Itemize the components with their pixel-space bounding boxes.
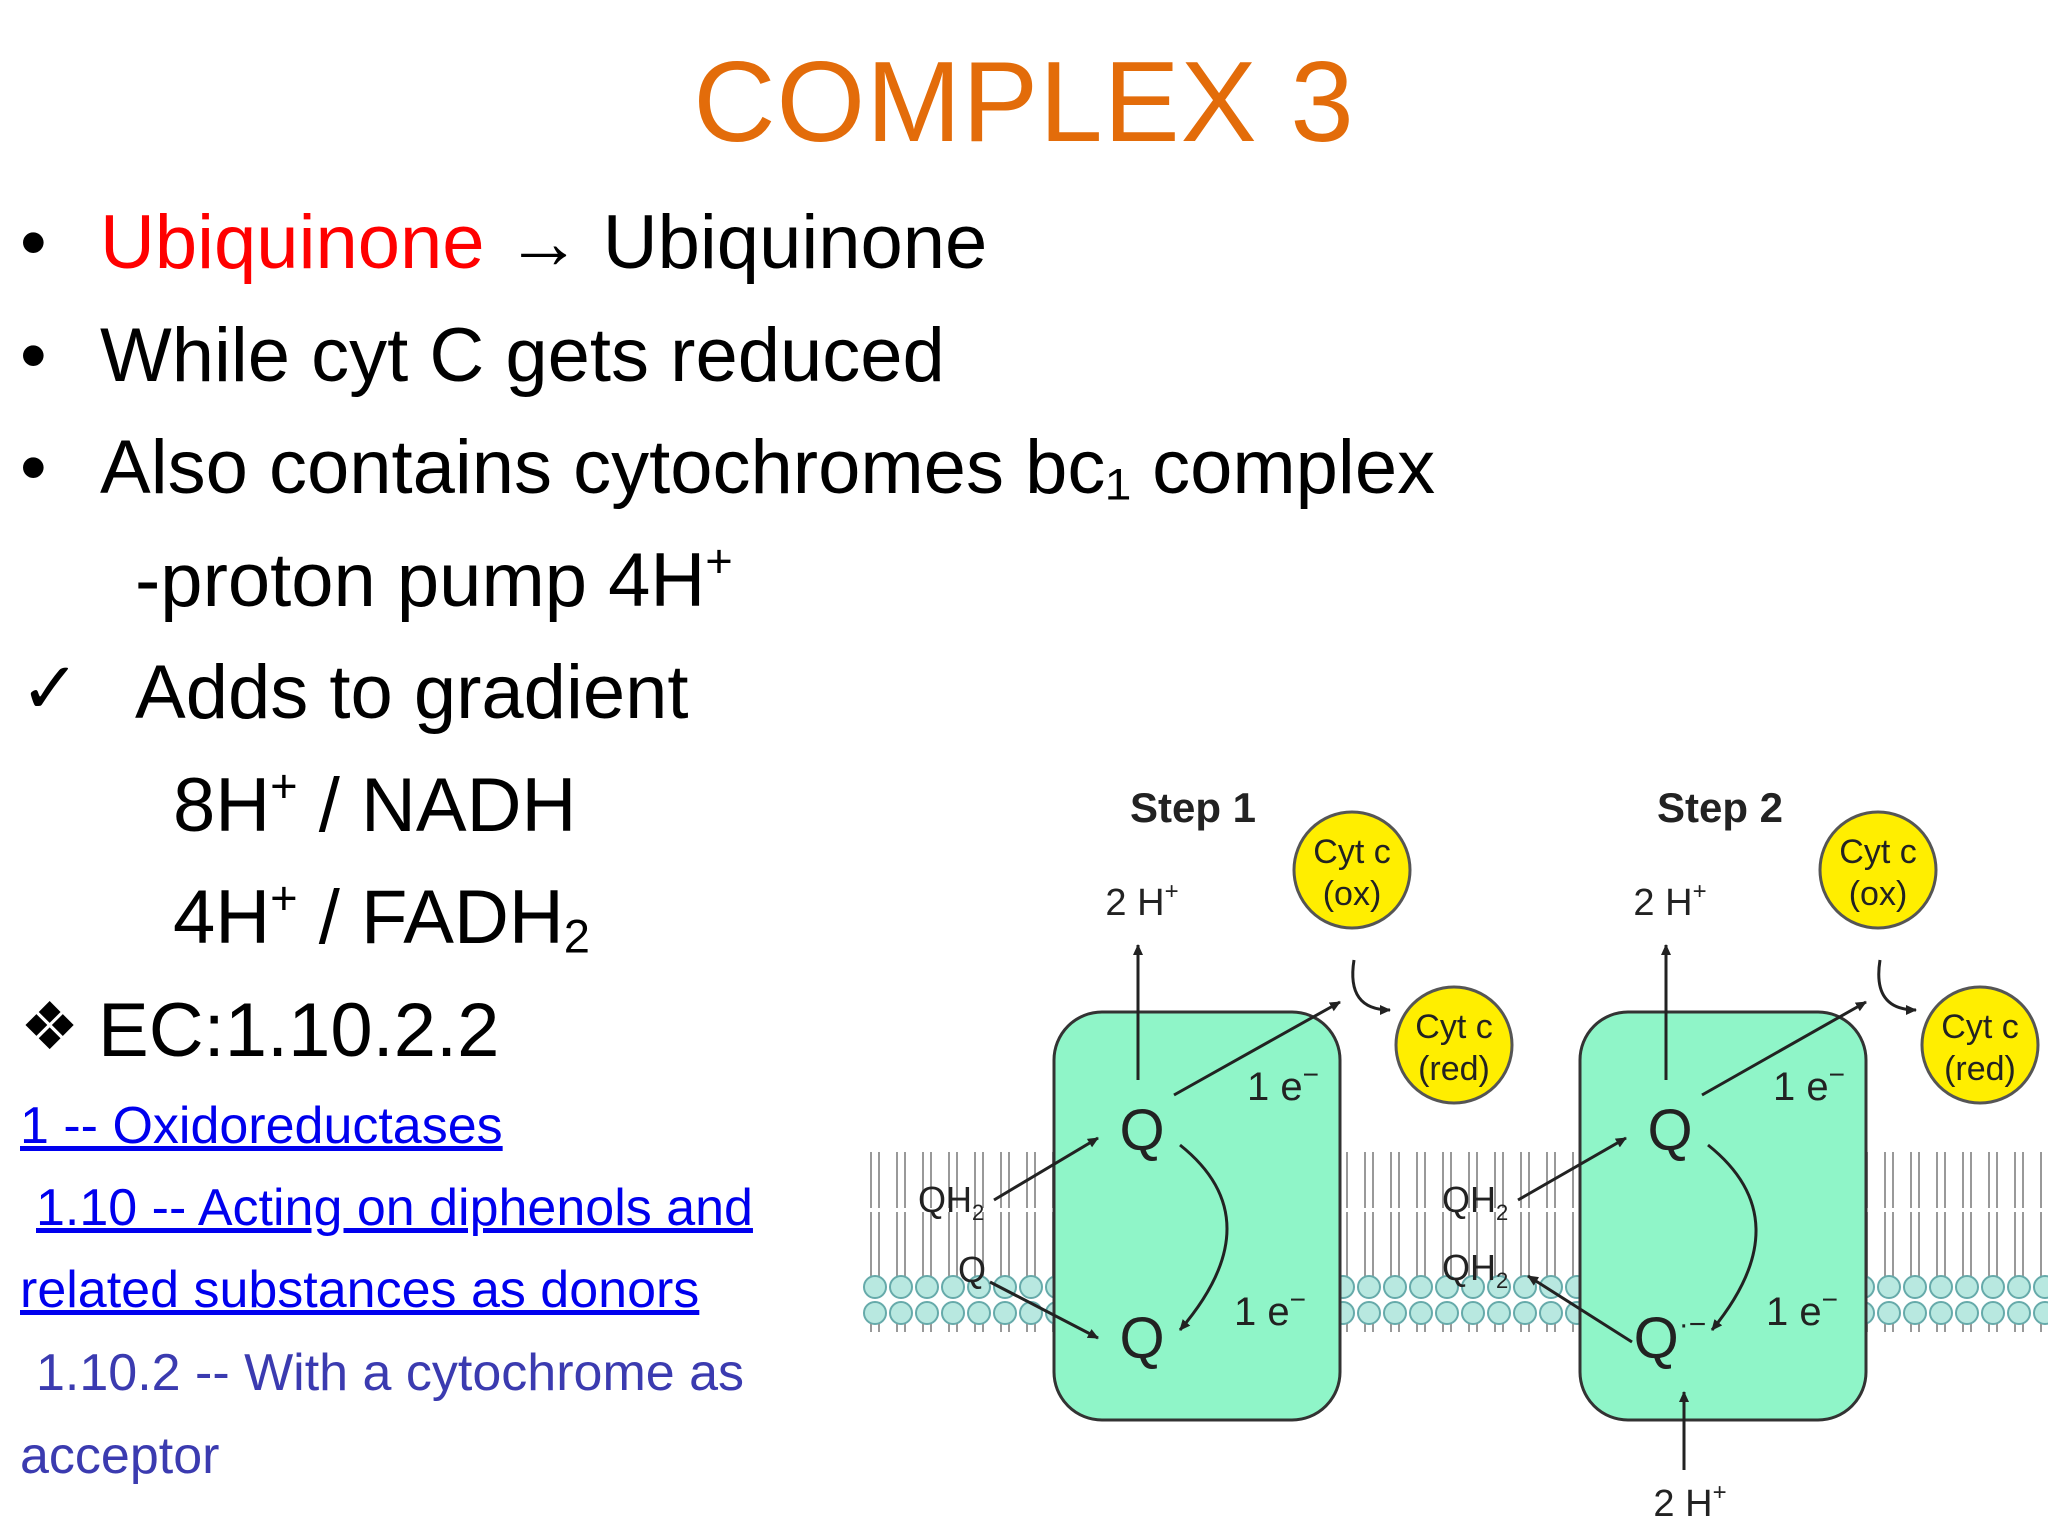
bullet-dot: • bbox=[20, 425, 47, 510]
step2-qh2-out: QH2 bbox=[1442, 1247, 1508, 1293]
step2-q-radical: Q·− bbox=[1634, 1306, 1707, 1371]
link-oxidoreductases[interactable]: 1 -- Oxidoreductases bbox=[20, 1097, 503, 1155]
diamond-bullet-icon: ❖ bbox=[20, 989, 80, 1063]
step2-e-bottom: 1 e− bbox=[1766, 1284, 1838, 1334]
fadh2-ratio-post: / FADH bbox=[297, 875, 564, 960]
nadh-ratio-pre: 8H bbox=[173, 763, 271, 848]
nadh-ratio: 8H+ / NADH bbox=[173, 762, 576, 844]
bullet-dot: • bbox=[20, 200, 47, 285]
step2-cytc-red bbox=[1920, 985, 2040, 1105]
svg-text:(red): (red) bbox=[1418, 1050, 1490, 1088]
step1-label: Step 1 bbox=[1130, 784, 1256, 831]
step1-qh2: QH2 bbox=[918, 1179, 984, 1225]
step1-e-bottom: 1 e− bbox=[1234, 1284, 1306, 1334]
superscript-plus: + bbox=[705, 533, 733, 587]
bullet-dot: • bbox=[20, 313, 47, 398]
svg-text:Cyt c: Cyt c bbox=[1839, 833, 1916, 871]
step1-q-bottom: Q bbox=[1119, 1306, 1164, 1371]
cytochrome-acceptor-line1: 1.10.2 -- With a cytochrome as bbox=[36, 1344, 745, 1402]
cytochrome-acceptor-line2: acceptor bbox=[20, 1427, 220, 1485]
fadh2-ratio-pre: 4H bbox=[173, 875, 271, 960]
bullet-ubiquinone: Ubiquinone → Ubiquinone bbox=[100, 205, 987, 281]
superscript-plus: + bbox=[270, 870, 298, 924]
link-diphenols-line2[interactable]: related substances as donors bbox=[20, 1261, 700, 1319]
step2-cytc-ox bbox=[1818, 810, 1938, 930]
step1-q-in: Q bbox=[958, 1249, 986, 1290]
step1-2h-label: 2 H+ bbox=[1105, 878, 1178, 924]
bullet-bc1-complex: Also contains cytochromes bc₁ complex bbox=[100, 425, 1436, 510]
step1-e-top: 1 e− bbox=[1247, 1059, 1319, 1109]
svg-text:(ox): (ox) bbox=[1849, 875, 1908, 913]
ec-number: EC:1.10.2.2 bbox=[98, 988, 500, 1073]
complex-step1 bbox=[1052, 1010, 1342, 1422]
svg-text:(red): (red) bbox=[1944, 1050, 2016, 1088]
complex-step2 bbox=[1578, 1010, 1868, 1422]
svg-text:Cyt c: Cyt c bbox=[1313, 833, 1390, 871]
step1-cytc-ox bbox=[1292, 810, 1412, 930]
bullet-cytc-reduced: While cyt C gets reduced bbox=[100, 313, 945, 398]
proton-pump-line: -proton pump 4H+ bbox=[135, 537, 733, 619]
fadh2-ratio: 4H+ / FADH2 bbox=[173, 874, 590, 960]
step1-q-top: Q bbox=[1119, 1098, 1164, 1163]
step2-2h-label: 2 H+ bbox=[1633, 878, 1706, 924]
slide-title: COMPLEX 3 bbox=[693, 39, 1355, 166]
subscript-2: 2 bbox=[563, 909, 590, 963]
nadh-ratio-post: / NADH bbox=[297, 763, 577, 848]
step1-cytc-red bbox=[1394, 985, 1514, 1105]
adds-to-gradient: Adds to gradient bbox=[135, 650, 689, 735]
ubiquinone-arrow-text: → Ubiquinone bbox=[505, 200, 988, 285]
proton-pump-text: -proton pump 4H bbox=[135, 538, 706, 623]
check-icon: ✓ bbox=[20, 649, 81, 729]
svg-text:Cyt c: Cyt c bbox=[1941, 1008, 2018, 1046]
svg-text:(ox): (ox) bbox=[1323, 875, 1382, 913]
step2-label: Step 2 bbox=[1657, 784, 1783, 831]
superscript-plus: + bbox=[270, 758, 298, 812]
q-cycle-diagram: Step 1 Step 2 2 H+ Cyt c (ox) Cyt c (red… bbox=[862, 784, 2048, 1525]
svg-text:Cyt c: Cyt c bbox=[1415, 1008, 1492, 1046]
link-diphenols-line1[interactable]: 1.10 -- Acting on diphenols and bbox=[36, 1179, 753, 1237]
step2-2h-in: 2 H+ bbox=[1653, 1479, 1726, 1525]
step2-q-top: Q bbox=[1647, 1098, 1692, 1163]
ubiquinone-red: Ubiquinone bbox=[100, 200, 485, 285]
step2-qh2-in: QH2 bbox=[1442, 1179, 1508, 1225]
step2-e-top: 1 e− bbox=[1773, 1059, 1845, 1109]
